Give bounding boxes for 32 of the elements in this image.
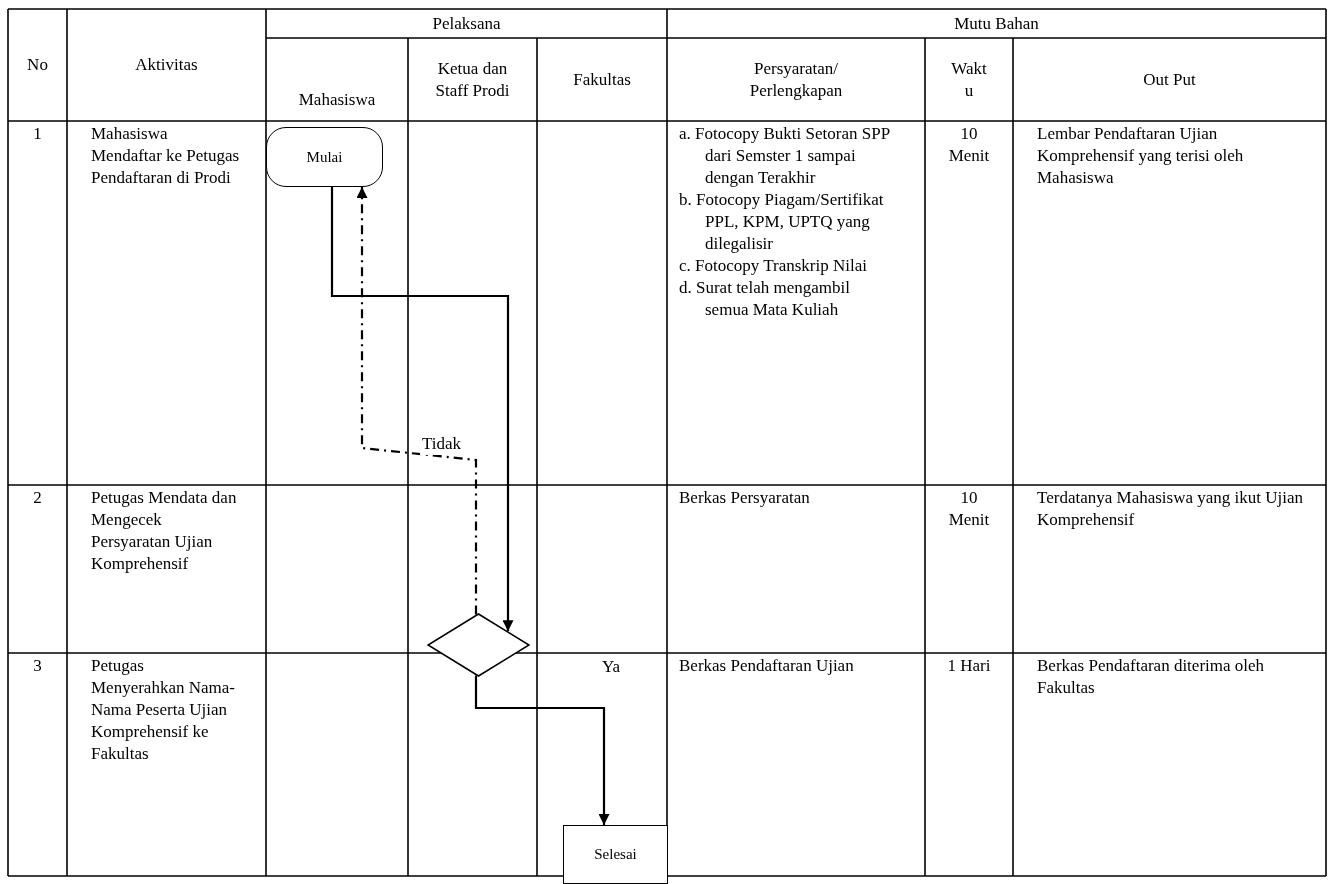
start-terminal: Mulai xyxy=(266,127,383,187)
end-box: Selesai xyxy=(563,825,668,884)
decision-diamond xyxy=(427,613,530,677)
duration-text: 10 Menit xyxy=(947,123,991,167)
header-text: Pelaksana xyxy=(432,12,501,35)
row-number: 3 xyxy=(33,655,42,677)
header-text: Ketua dan Staff Prodi xyxy=(434,57,511,102)
requirement-item: c. Fotocopy Transkrip Nilai xyxy=(679,255,868,277)
header-text: Mutu Bahan xyxy=(954,12,1039,35)
activity-text: Mahasiswa Mendaftar ke Petugas Pendaftaran di Prodi xyxy=(91,123,241,189)
output-text: Berkas Pendaftaran diterima oleh Fakultas xyxy=(1037,655,1266,699)
arrow xyxy=(330,187,514,632)
requirement-text: Berkas Persyaratan xyxy=(679,487,811,509)
header-text: Wakt u xyxy=(950,57,988,102)
header-text: Out Put xyxy=(1143,68,1196,91)
row-number: 1 xyxy=(33,123,42,145)
dashed-arrow xyxy=(356,187,478,615)
output-text: Lembar Pendaftaran Ujian Komprehensif yang terisi oleh Mahasiswa xyxy=(1037,123,1245,189)
activity-text: Petugas Menyerahkan Nama-Nama Peserta Ujian Komprehensif ke Fakultas xyxy=(91,655,236,765)
header-text: Persyaratan/ Perlengkapan xyxy=(748,57,844,102)
activity-text: Petugas Mendata dan Mengecek Persyaratan Ujian Komprehensif xyxy=(91,487,238,575)
requirement-text: Berkas Pendaftaran Ujian xyxy=(679,655,855,677)
header-text: Aktivitas xyxy=(135,54,198,76)
header-text: No xyxy=(27,54,48,76)
output-text: Terdatanya Mahasiswa yang ikut Ujian Komprehensif xyxy=(1037,487,1304,531)
duration-text: 1 Hari xyxy=(946,655,992,677)
row-number: 2 xyxy=(33,487,42,509)
requirement-item: d. Surat telah mengambil semua Mata Kuliah xyxy=(679,277,851,321)
arrow xyxy=(474,675,610,825)
header-text: Fakultas xyxy=(573,68,631,91)
duration-text: 10 Menit xyxy=(947,487,991,531)
header-text: Mahasiswa xyxy=(298,89,376,111)
